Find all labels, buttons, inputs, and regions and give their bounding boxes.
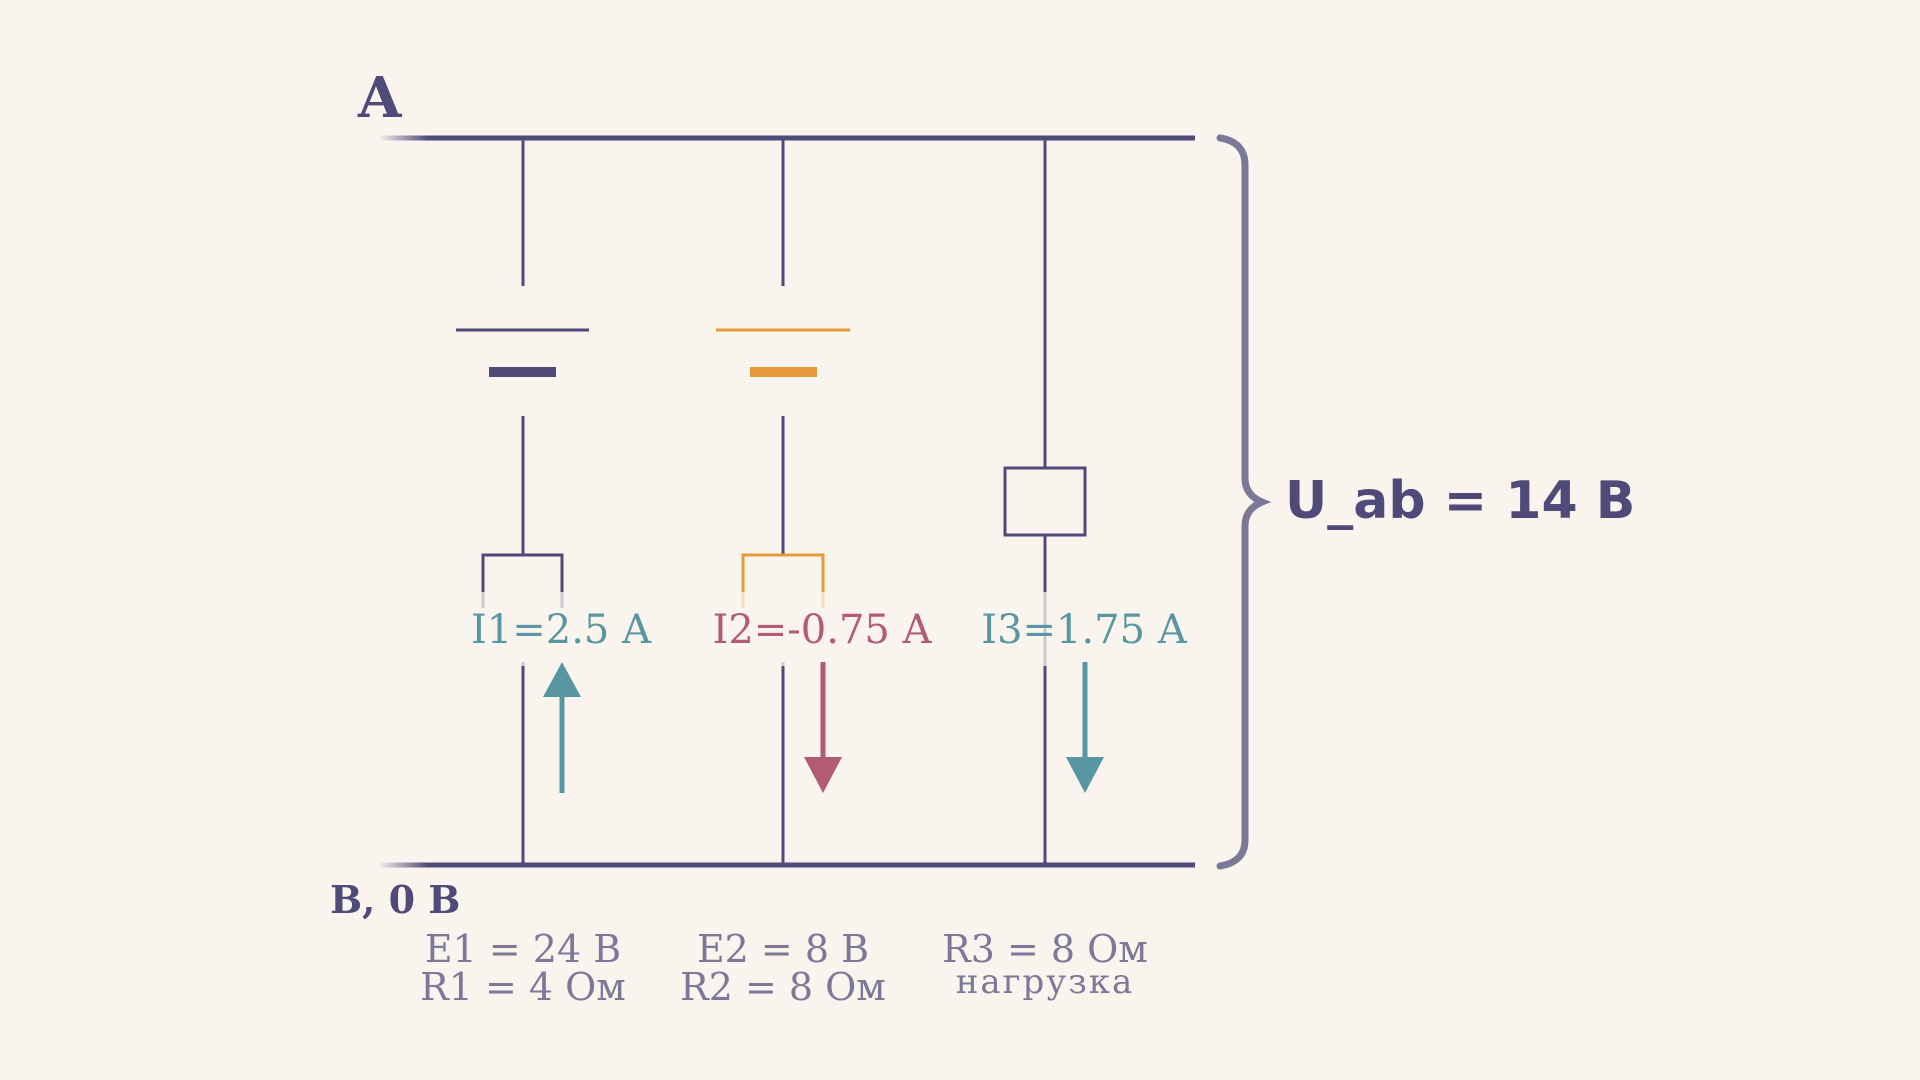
node-a-label: A bbox=[357, 65, 403, 131]
current-arrow-3-head bbox=[1066, 757, 1104, 793]
branch-3-param-line2: нагрузка bbox=[956, 962, 1135, 1002]
branch-1-param-line1: E1 = 24 B bbox=[425, 927, 621, 971]
current-arrow-1-head bbox=[543, 662, 581, 697]
branch-1-param-line2: R1 = 4 Ом bbox=[420, 965, 626, 1009]
branch-2-param-line2: R2 = 8 Ом bbox=[680, 965, 886, 1009]
branch-2: I2=-0.75 A bbox=[713, 138, 933, 865]
resistor-2 bbox=[741, 553, 825, 608]
voltage-brace bbox=[1216, 134, 1272, 870]
resistor-3 bbox=[1003, 466, 1087, 537]
current-label-1: I1=2.5 A bbox=[471, 607, 652, 653]
current-label-2: I2=-0.75 A bbox=[713, 607, 933, 653]
voltage-label: U_ab = 14 B bbox=[1285, 471, 1635, 531]
node-b-label: B, 0 B bbox=[330, 877, 460, 922]
resistor-1 bbox=[481, 553, 564, 608]
branch-3: I3=1.75 A bbox=[981, 138, 1188, 865]
current-arrow-2-head bbox=[804, 757, 842, 793]
branch-2-param-line1: E2 = 8 B bbox=[697, 927, 869, 971]
branch-3-param-line1: R3 = 8 Ом bbox=[942, 927, 1148, 971]
branch-1: I1=2.5 A bbox=[456, 138, 652, 865]
current-label-3: I3=1.75 A bbox=[981, 607, 1188, 653]
